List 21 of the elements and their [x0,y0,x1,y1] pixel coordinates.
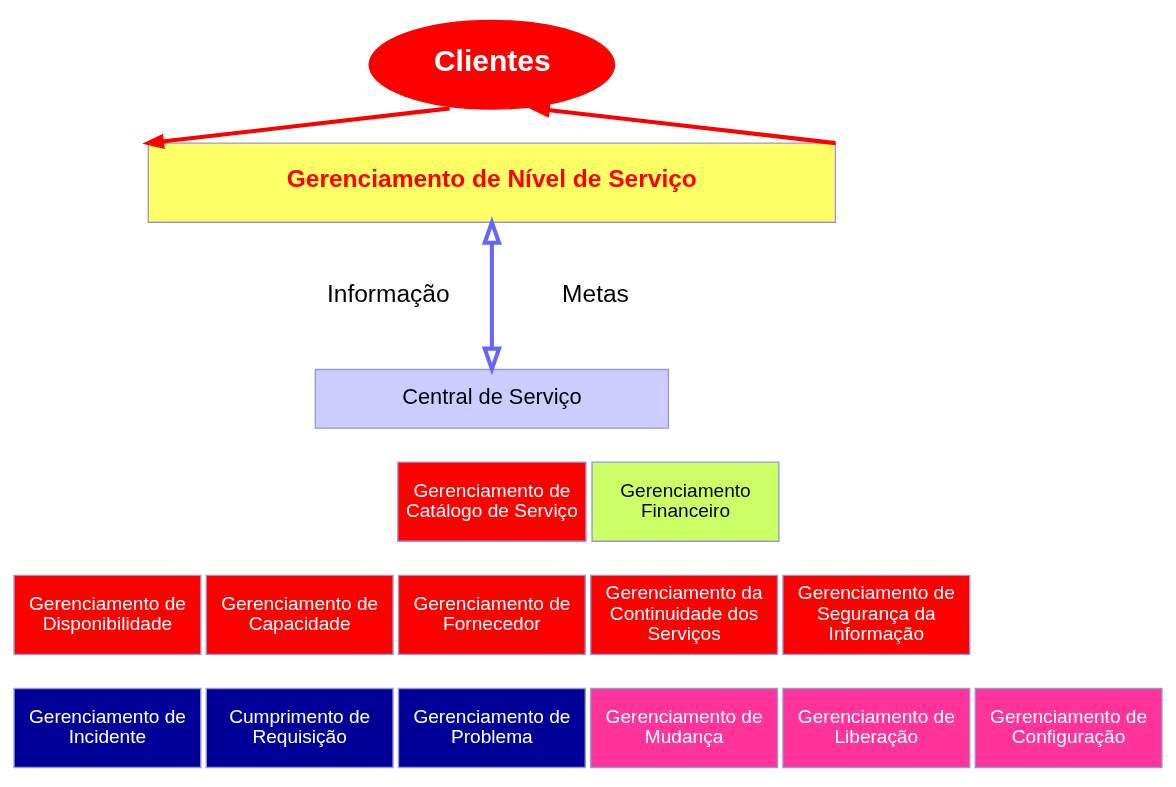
node-box: Gerenciamento de Capacidade [205,574,394,655]
node-box: Gerenciamento de Fornecedor [397,574,586,655]
node-box: Gerenciamento de Problema [397,687,586,768]
node-box: Gerenciamento da Continuidade dos Serviços [590,574,779,655]
node-box: Gerenciamento de Catálogo de Serviço [397,461,587,542]
arrow [528,102,836,145]
label: Metas [562,279,629,307]
arrow [481,215,502,375]
node-box: Gerenciamento de Incidente [13,687,202,768]
arrow [142,105,450,149]
node-box: Gerenciamento Financeiro [591,461,780,542]
node-box: Gerenciamento de Liberação [782,687,971,768]
node-box: Central de Serviço [314,368,670,429]
node-ellipse: Clientes [368,19,616,110]
node-box: Gerenciamento de Segurança da Informação [782,574,971,655]
node-box: Gerenciamento de Configuração [974,687,1163,768]
node-box: Gerenciamento de Disponibilidade [13,574,202,655]
node-box: Gerenciamento de Mudança [590,687,779,768]
node-box: Cumprimento de Requisição [205,687,394,768]
label: Informação [326,279,450,307]
node-box: Gerenciamento de Nível de Serviço [147,141,837,223]
